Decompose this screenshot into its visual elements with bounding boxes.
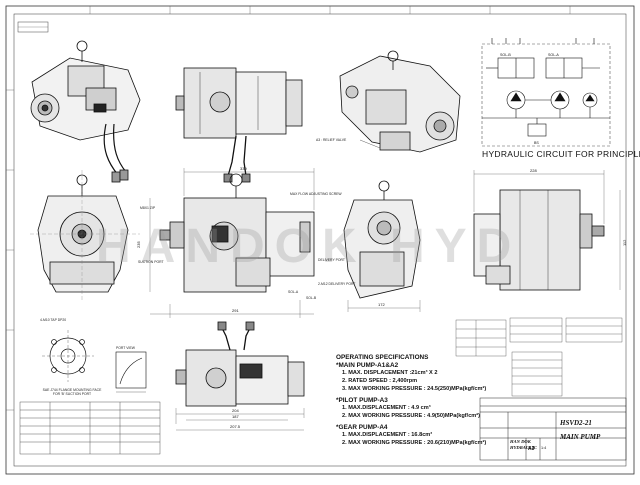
callout-tap-depth: 4-M10 TAP DP20 [40, 318, 67, 322]
title-block-part-name: MAIN PUMP [560, 433, 601, 441]
spec-main-line: 1. MAX. DISPLACEMENT :21cm³ X 2 [342, 370, 438, 376]
side-view [159, 173, 315, 293]
callout-sol-b: SOL-B [306, 296, 317, 300]
dim-bottom-2: 204 [232, 408, 239, 413]
hydraulic-circuit [481, 38, 611, 147]
bottom-view [175, 321, 305, 407]
section-detail [115, 351, 147, 393]
callout-sol-a: SOL-A [288, 290, 299, 294]
circuit-label-sol-b: SOL-B [500, 53, 511, 57]
callout-relief-valve: A3 : RELIEF VALVE [316, 138, 347, 142]
rear-view [343, 180, 421, 299]
parts-table [19, 401, 161, 455]
dim-side-width: 172 [378, 302, 385, 307]
dim-top-width: 339 [240, 166, 247, 171]
callout-delivery-port: DELIVERY PORT [318, 258, 345, 262]
spec-gear-head: *GEAR PUMP-A4 [336, 424, 388, 431]
dim-bottom-3: 187 [232, 414, 239, 419]
circuit-label-bs: BS [534, 141, 539, 145]
top-view [175, 67, 303, 183]
title-block-model: HSVD2-21 [560, 419, 592, 427]
callout-flange-face: SAE J744 FLANGE MOUNTING FACE FOR 'B' SU… [42, 388, 102, 396]
title-block-sheet-size: A3 [528, 446, 535, 452]
callout-suction-port: SUCTION PORT [138, 260, 164, 264]
operating-specifications: OPERATING SPECIFICATIONS *MAIN PUMP-A1&A… [336, 354, 506, 448]
right-side-view [473, 189, 605, 291]
side-view-dimensions [149, 168, 315, 318]
spec-gear-line: 2. MAX WORKING PRESSURE : 20.6(210)MPa(k… [342, 440, 487, 446]
spec-gear-line: 1. MAX.DISPLACEMENT : 16.8cm³ [342, 432, 433, 438]
title-block-scale: 1:4 [541, 446, 547, 450]
title-block [479, 397, 627, 461]
iso-view-right [339, 50, 461, 153]
dim-height-2: 112 [622, 239, 627, 246]
dim-bottom-1: 291 [232, 308, 239, 313]
spec-pilot-head: *PILOT PUMP-A3 [336, 397, 388, 404]
spec-main-head: *MAIN PUMP-A1&A2 [336, 362, 399, 369]
circuit-title: HYDRAULIC CIRCUIT FOR PRINCIPLE [482, 149, 640, 159]
callout-mrt-zip: M8X1 ZIP [140, 206, 156, 210]
spec-main-line: 2. RATED SPEED : 2,400rpm [342, 378, 418, 384]
dim-height-1: 235 [136, 241, 141, 248]
spec-pilot-line: 2. MAX WORKING PRESSURE : 4.9(50)MPa(kgf… [342, 413, 481, 419]
spec-title: OPERATING SPECIFICATIONS [336, 354, 429, 361]
iso-view-left [30, 40, 141, 183]
dim-bottom-4: 207.5 [230, 424, 241, 429]
title-block-company-1: HAN DOK [510, 439, 531, 444]
dim-front-width: 228 [530, 168, 537, 173]
title-block-company-2: HYDRAULIC [510, 445, 537, 450]
watermark: HANDOK HYD [96, 220, 521, 273]
callout-delivery-port-2: 2-M12 DELIVERY PORT [318, 282, 356, 286]
flange-port-view [42, 330, 94, 382]
spec-pilot-line: 1. MAX.DISPLACEMENT : 4.9 cm³ [342, 405, 431, 411]
tolerance-tables [455, 317, 623, 397]
circuit-label-sol-a: SOL-A [548, 53, 559, 57]
callout-adjusting-screw: MAX FLOW ADJUSTING SCREW [290, 192, 342, 196]
callout-view: PORT VIEW [116, 346, 135, 350]
spec-main-line: 3. MAX WORKING PRESSURE : 24.5(250)MPa(k… [342, 386, 487, 392]
